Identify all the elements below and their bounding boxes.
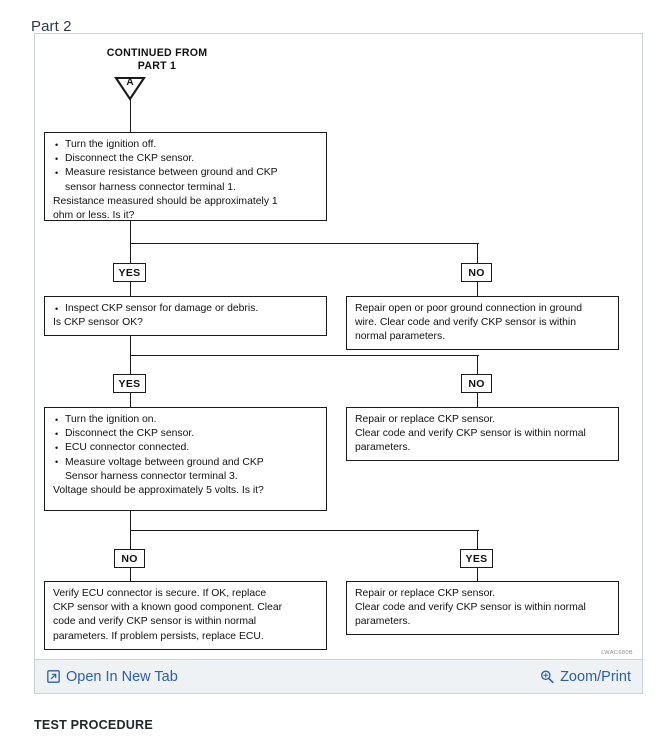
section-title: TEST PROCEDURE <box>34 718 153 732</box>
step-3-no-line-1: Verify ECU connector is secure. If OK, r… <box>53 588 267 599</box>
step-3-yes-result-box: Repair or replace CKP sensor. Clear code… <box>346 581 619 635</box>
magnifier-plus-icon <box>540 670 554 684</box>
step-3-box: Turn the ignition on. Disconnect the CKP… <box>44 407 327 511</box>
step-3-no-result-box: Verify ECU connector is secure. If OK, r… <box>44 581 327 650</box>
connector-line <box>129 336 131 356</box>
step-1-bullet-3: Measure resistance between ground and CK… <box>53 166 318 180</box>
step-2-no-line-1: Repair or replace CKP sensor. <box>355 414 496 425</box>
figure-code-watermark: LWAC680B <box>601 650 633 656</box>
step-3-bullet-2: Disconnect the CKP sensor. <box>53 427 318 441</box>
connector-line <box>129 355 131 374</box>
connector-line <box>477 393 479 408</box>
connector-line <box>129 243 131 263</box>
open-in-new-tab-icon <box>46 670 60 684</box>
connector-line <box>129 282 131 297</box>
step-3-yes-line-2: Clear code and verify CKP sensor is with… <box>355 602 586 614</box>
triangle-down-icon <box>114 76 146 101</box>
connector-line <box>129 568 131 582</box>
branch-1-yes-label: YES <box>113 263 146 282</box>
continued-from-label-line2: PART 1 <box>137 60 177 72</box>
step-3-question: Voltage should be approximately 5 volts.… <box>53 485 264 497</box>
step-2-no-line-2: Clear code and verify CKP sensor is with… <box>355 428 586 440</box>
page-title: Part 2 <box>31 18 72 35</box>
step-3-yes-line-3: parameters. <box>355 616 411 628</box>
connector-line <box>129 530 131 549</box>
connector-line <box>477 568 479 582</box>
branch-2-no-label: NO <box>461 374 492 393</box>
step-1-box: Turn the ignition off. Disconnect the CK… <box>44 132 327 221</box>
step-2-box: Inspect CKP sensor for damage or debris.… <box>44 296 327 336</box>
branch-1-no-label: NO <box>461 263 492 282</box>
connector-line <box>129 243 479 245</box>
connector-line <box>477 355 479 374</box>
connector-line <box>477 282 479 297</box>
connector-line <box>129 511 131 531</box>
connector-line <box>129 98 131 132</box>
open-in-new-tab-label: Open In New Tab <box>66 668 178 685</box>
step-3-bullet-1: Turn the ignition on. <box>53 412 318 427</box>
connector-line <box>129 221 131 244</box>
step-1-question-line-2: ohm or less. Is it? <box>53 210 135 222</box>
branch-2-yes-label: YES <box>113 374 146 393</box>
open-in-new-tab-button[interactable]: Open In New Tab <box>46 669 178 685</box>
step-1-bullet-1: Turn the ignition off. <box>53 137 318 152</box>
branch-3-no-label: NO <box>114 549 145 568</box>
connector-letter: A <box>126 77 134 88</box>
step-3-bullet-4-cont: Sensor harness connector terminal 3. <box>65 470 238 482</box>
step-2-bullet-1: Inspect CKP sensor for damage or debris. <box>53 301 318 316</box>
step-3-no-line-2: CKP sensor with a known good component. … <box>53 602 283 614</box>
zoom-print-button[interactable]: Zoom/Print <box>540 669 631 685</box>
step-3-yes-line-1: Repair or replace CKP sensor. <box>355 588 496 599</box>
connector-line <box>129 530 479 532</box>
step-1-bullet-3-cont: sensor harness connector terminal 1. <box>65 181 236 193</box>
step-2-question: Is CKP sensor OK? <box>53 317 143 329</box>
connector-triangle-a: A <box>110 75 150 105</box>
connector-line <box>129 393 131 408</box>
step-3-no-line-4: parameters. If problem persists, replace… <box>53 630 264 642</box>
step-3-bullet-3: ECU connector connected. <box>53 441 318 455</box>
step-1-no-line-2: wire. Clear code and verify CKP sensor i… <box>355 317 576 329</box>
zoom-print-label: Zoom/Print <box>560 668 631 685</box>
step-3-no-line-3: code and verify CKP sensor is within nor… <box>53 616 257 628</box>
step-1-no-result-box: Repair open or poor ground connection in… <box>346 296 619 350</box>
step-1-bullet-2: Disconnect the CKP sensor. <box>53 152 318 166</box>
step-2-no-result-box: Repair or replace CKP sensor. Clear code… <box>346 407 619 461</box>
step-3-bullet-4: Measure voltage between ground and CKP <box>53 455 318 470</box>
continued-from-label-line1: CONTINUED FROM <box>106 47 208 59</box>
image-viewer-panel: CONTINUED FROM PART 1 A Turn the ignitio… <box>34 33 643 694</box>
connector-line <box>129 355 479 357</box>
connector-line <box>477 530 479 549</box>
flowchart-diagram: CONTINUED FROM PART 1 A Turn the ignitio… <box>35 34 642 660</box>
step-2-no-line-3: parameters. <box>355 442 411 454</box>
step-1-question-line-1: Resistance measured should be approximat… <box>53 195 278 207</box>
branch-3-yes-label: YES <box>460 549 493 568</box>
step-1-no-line-1: Repair open or poor ground connection in… <box>355 303 583 314</box>
viewer-action-bar: Open In New Tab Zoom/Print <box>35 659 642 693</box>
connector-line <box>477 243 479 263</box>
step-1-no-line-3: normal parameters. <box>355 331 446 343</box>
